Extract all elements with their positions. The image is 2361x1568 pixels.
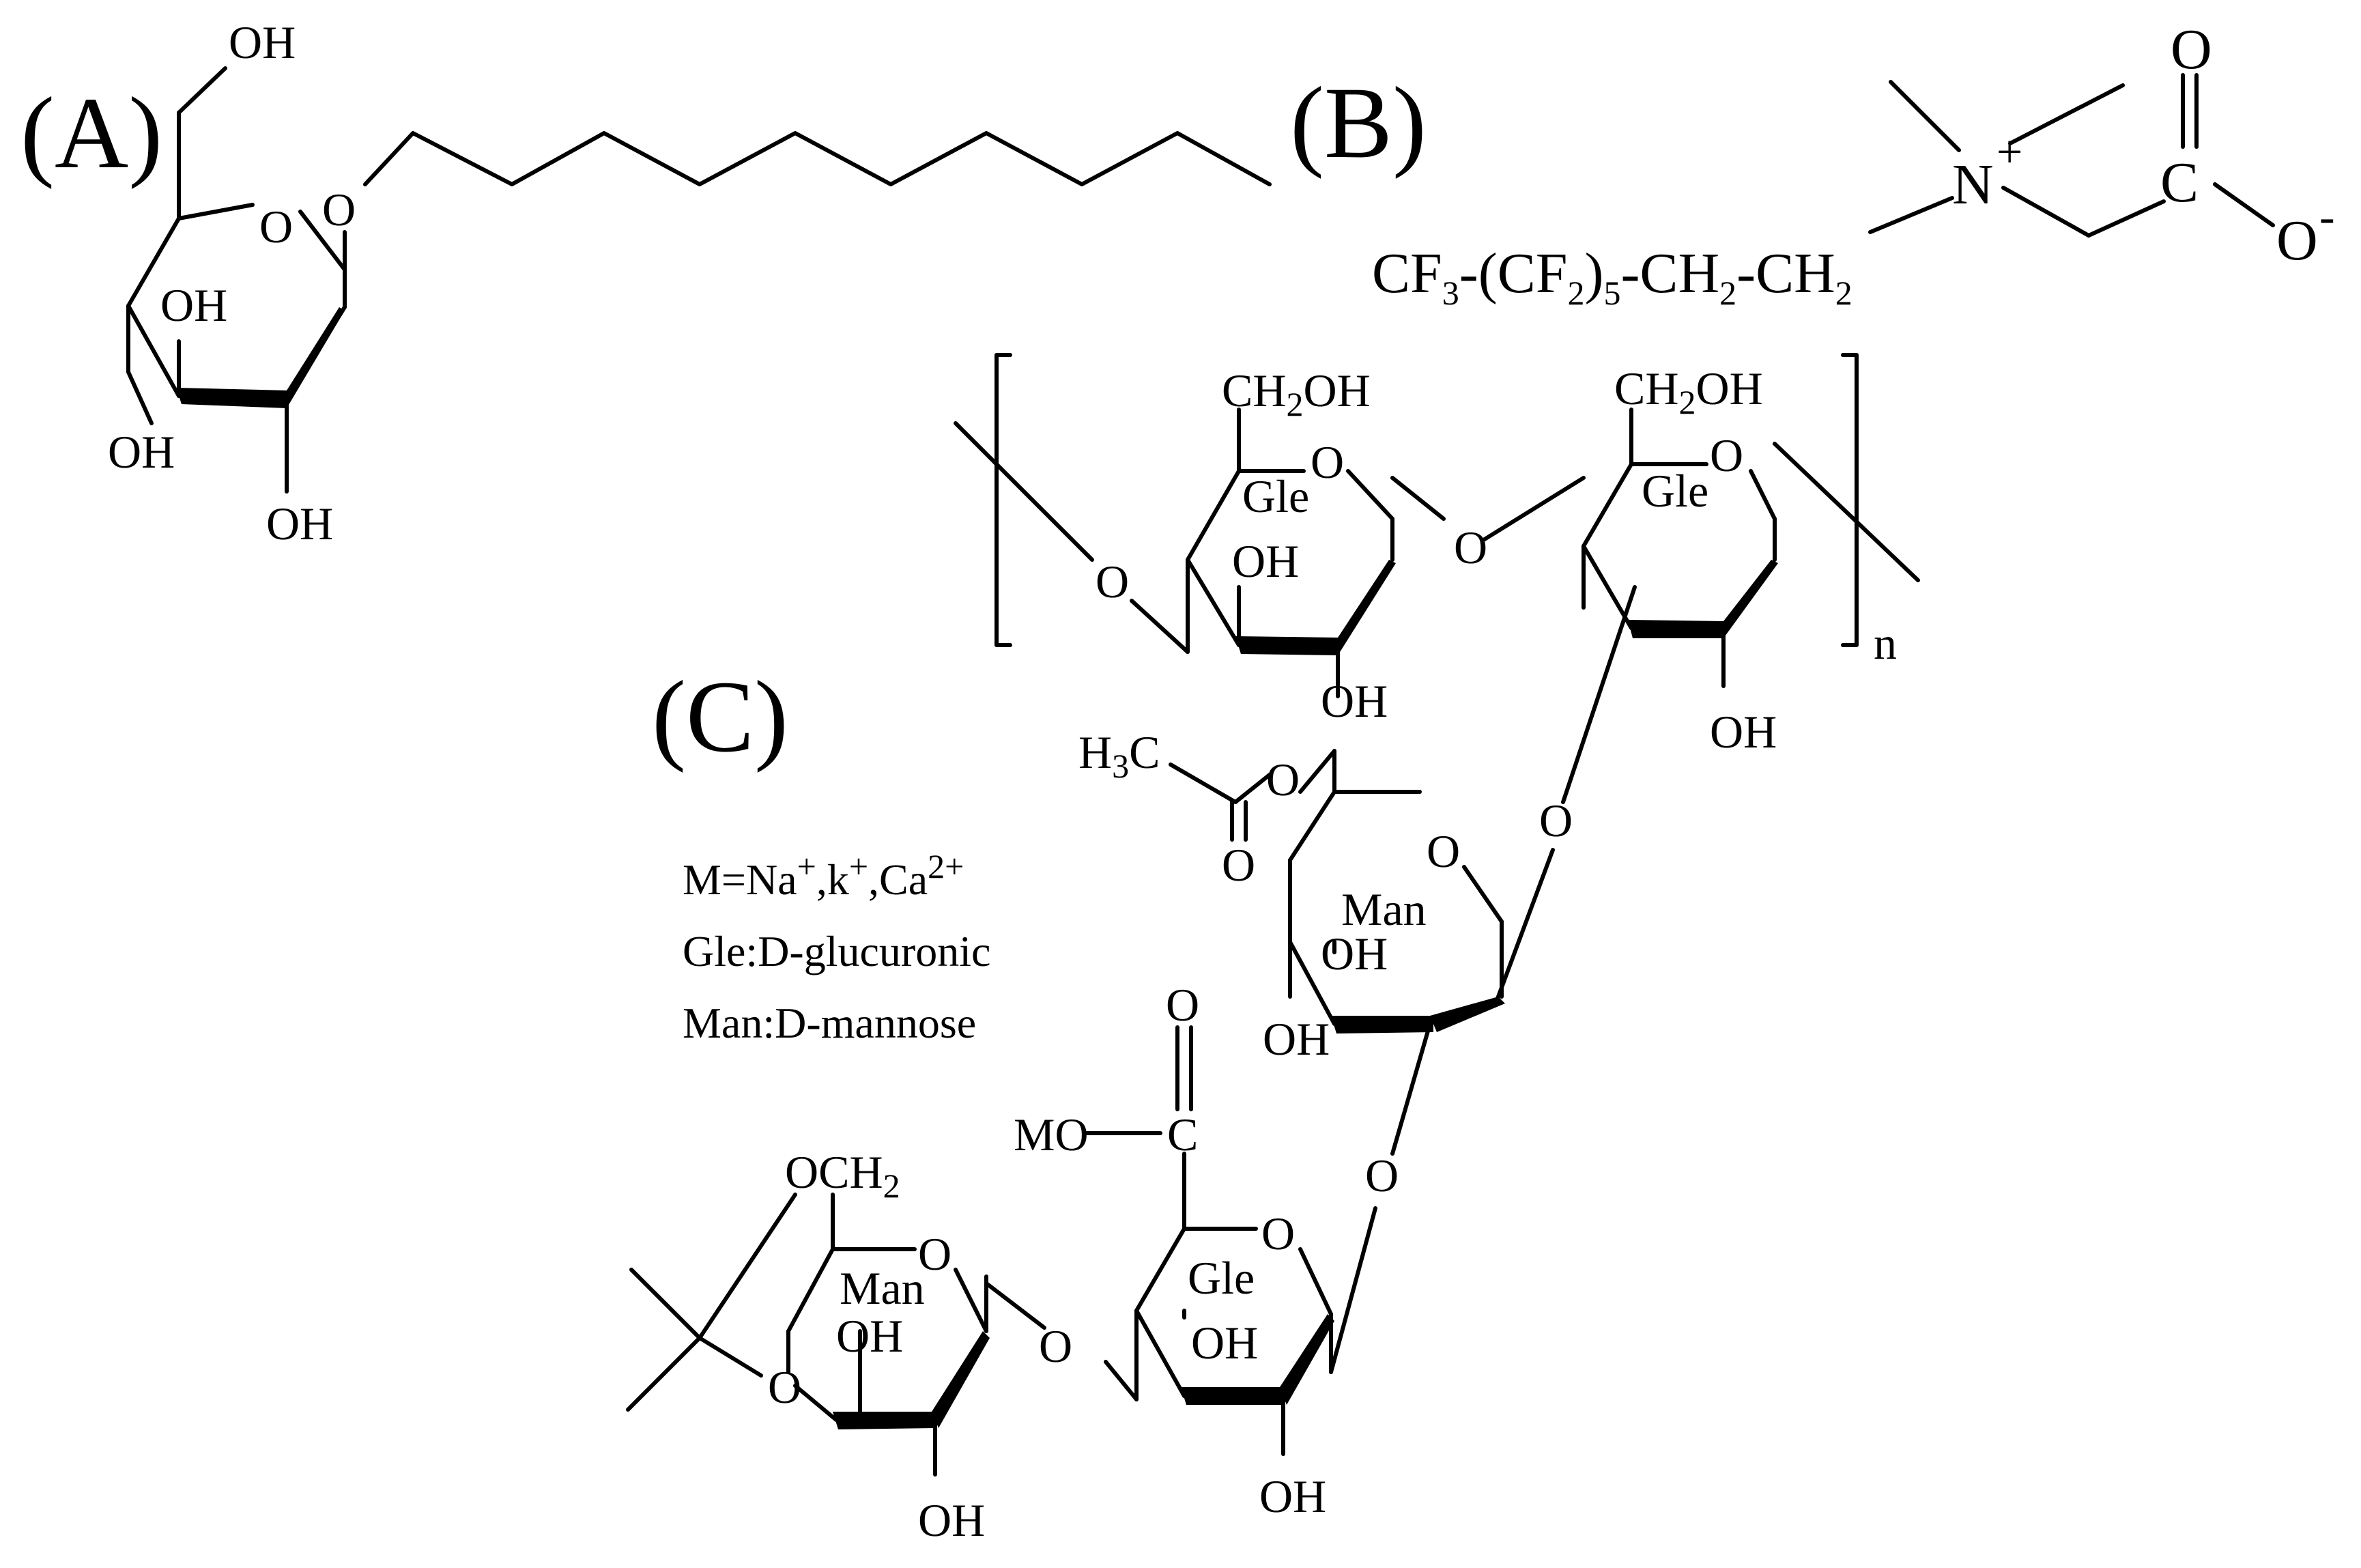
legend: M=Na+,k+,Ca2+ Gle:D-glucuronic Man:D-man… <box>683 847 990 1047</box>
b-nitrogen: N <box>1952 153 1994 216</box>
panel-label-a: (A) <box>20 76 162 190</box>
c-carboxyl-carbon: C <box>1167 1109 1198 1160</box>
c-ring2-gle-label: Gle <box>1642 465 1708 517</box>
c-backbone-oxygen-left: O <box>1096 556 1129 608</box>
b-carboxylate-oxygen: O <box>2276 209 2318 272</box>
c-man-lower-oh-3: OH <box>836 1310 903 1362</box>
backbone-ring-1: CH2OH O Gle OH OH <box>1186 365 1396 727</box>
panel-label-c: (C) <box>652 660 788 773</box>
c-acetyl-ester-oxygen: O <box>1266 754 1300 806</box>
c-gle-lower-label: Gle <box>1188 1252 1255 1304</box>
man-ring-upper: O Man OH OH O O H3C <box>1078 726 1505 1065</box>
man-ring-lower: O Man OH OH O OCH2 <box>626 1146 990 1546</box>
c-man-upper-oxygen: O <box>1427 825 1460 877</box>
c-ring2-oxygen: O <box>1710 429 1743 481</box>
legend-gle: Gle:D-glucuronic <box>683 927 990 975</box>
c-man-lower-oh-2: OH <box>918 1494 985 1546</box>
c-repeat-index: n <box>1874 617 1897 669</box>
b-charge-plus: + <box>1997 126 2022 177</box>
c-ring2-ch2oh: CH2OH <box>1614 362 1763 421</box>
c-ring1-oh-3: OH <box>1232 535 1299 587</box>
a-oh-3: OH <box>160 279 227 331</box>
c-metal-carboxylate: MO <box>1014 1109 1089 1160</box>
c-ring2-oh-2: OH <box>1710 706 1777 758</box>
c-backbone-oxygen-mid: O <box>1454 522 1487 573</box>
b-charge-minus: - <box>2319 190 2335 242</box>
c-carboxyl-carbonyl-oxygen: O <box>1166 979 1199 1031</box>
c-man-upper-oh-3: OH <box>1321 928 1388 980</box>
c-acetyl-methyl: H3C <box>1078 726 1160 785</box>
backbone-ring-2: CH2OH O Gle OH <box>1582 362 1920 758</box>
c-gle-lower-oh-2: OH <box>1259 1470 1326 1522</box>
b-fluoro-chain: CF3-(CF2)5-CH2-CH2 <box>1372 242 1852 312</box>
a-oh-top: OH <box>229 16 296 68</box>
c-man-upper-label: Man <box>1341 883 1427 935</box>
a-oh-4: OH <box>108 426 175 478</box>
c-man-upper-oh-4: OH <box>1263 1013 1330 1065</box>
c-sidechain-oxygen-1: O <box>1539 795 1573 846</box>
gle-ring-lower: O Gle OH OH C O MO <box>1014 979 1334 1522</box>
c-ring1-ch2oh: CH2OH <box>1222 365 1371 423</box>
c-ring1-oh-2: OH <box>1321 675 1388 727</box>
legend-man: Man:D-mannose <box>683 999 976 1047</box>
c-ring1-oxygen: O <box>1311 436 1344 488</box>
c-ring1-gle-label: Gle <box>1242 470 1309 522</box>
c-pyruvate-ring-oxygen: O <box>768 1361 801 1413</box>
b-carbonyl-oxygen: O <box>2171 18 2212 81</box>
structure-a-decyl-glucoside: OH O O OH OH OH <box>108 16 1272 550</box>
legend-cations: M=Na+,k+,Ca2+ <box>683 847 964 904</box>
c-pyruvate-och2: OCH2 <box>785 1146 900 1205</box>
c-gle-lower-oh-3: OH <box>1191 1317 1258 1369</box>
c-sidechain-oxygen-2: O <box>1365 1150 1399 1201</box>
c-man-lower-oxygen: O <box>918 1228 951 1280</box>
b-carbon: C <box>2160 151 2199 214</box>
c-gle-lower-oxygen: O <box>1261 1208 1295 1259</box>
c-acetyl-carbonyl-oxygen: O <box>1222 839 1255 891</box>
structure-c-polysaccharide: n O CH2OH O Gle OH OH O <box>626 353 1920 1546</box>
c-man-lower-label: Man <box>840 1262 925 1314</box>
a-glycosidic-oxygen: O <box>322 184 356 236</box>
a-oh-2: OH <box>266 498 333 550</box>
structure-b-fluoro-betaine: CF3-(CF2)5-CH2-CH2 N + C O O - <box>1372 18 2335 312</box>
a-ring-oxygen: O <box>259 201 293 253</box>
panel-label-b: (B) <box>1290 66 1427 180</box>
